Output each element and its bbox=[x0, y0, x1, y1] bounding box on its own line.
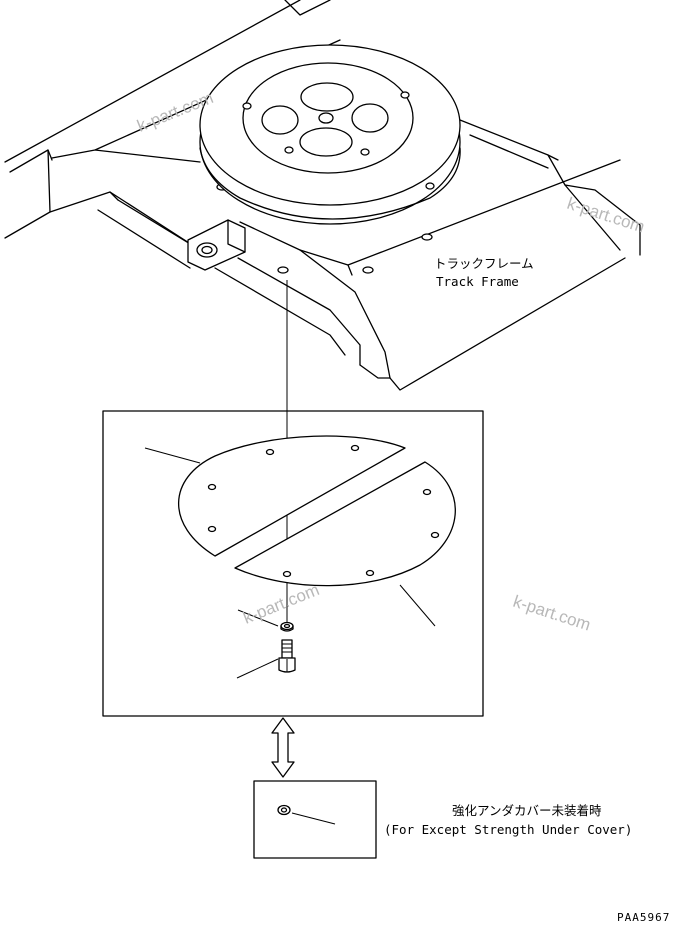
note-label-en: (For Except Strength Under Cover) bbox=[384, 822, 632, 837]
double-arrow-icon bbox=[271, 717, 295, 778]
bolt-icon bbox=[278, 639, 296, 673]
nut-icon bbox=[277, 804, 291, 816]
cover-plate-right bbox=[234, 461, 456, 587]
cover-detail-box bbox=[102, 410, 484, 717]
track-frame-label-jp: トラックフレーム bbox=[434, 256, 534, 271]
watermark: k-part.com bbox=[565, 194, 647, 237]
washer-icon bbox=[280, 621, 294, 632]
cover-plate-left bbox=[178, 435, 406, 557]
watermark: k-part.com bbox=[511, 592, 593, 635]
watermark: k-part.com bbox=[240, 580, 322, 628]
track-frame-label-en: Track Frame bbox=[436, 274, 519, 289]
track-frame-drawing bbox=[4, 0, 641, 391]
note-label-jp: 強化アンダカバー未装着時 bbox=[452, 803, 602, 818]
drawing-code: PAA5967 bbox=[617, 911, 670, 924]
alternate-part-box bbox=[253, 780, 377, 859]
